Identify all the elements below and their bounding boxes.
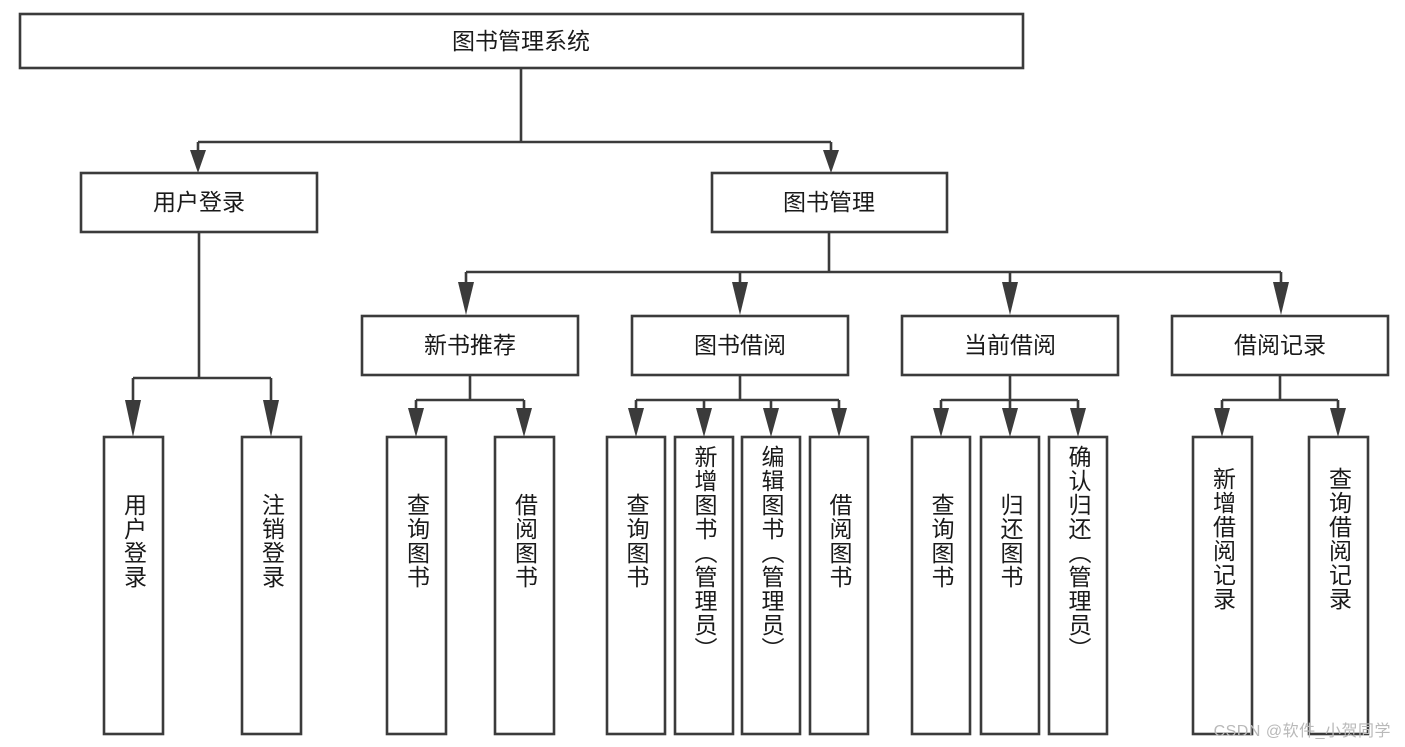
arrow-head-icon	[190, 150, 206, 173]
arrow-head-icon	[516, 408, 532, 437]
leaf-box-confirm-return-admin[interactable]	[1047, 435, 1109, 736]
leaf-box-query-borrow-record[interactable]	[1307, 435, 1370, 736]
arrow-head-icon	[831, 408, 847, 437]
arrow-head-icon	[696, 408, 712, 437]
leaf-boxes-user-login	[102, 435, 303, 736]
node-root-system[interactable]: 图书管理系统	[18, 12, 1025, 70]
node-new-book-recommend-label: 新书推荐	[424, 332, 516, 358]
leaf-box-return-book[interactable]	[979, 435, 1041, 736]
arrow-head-icon	[1002, 282, 1018, 315]
connector-new-book-to-leaves	[408, 375, 532, 437]
arrow-head-icon	[1273, 282, 1289, 315]
arrow-head-icon	[823, 150, 839, 173]
arrow-head-icon	[125, 400, 141, 437]
arrow-head-icon	[1330, 408, 1346, 437]
leaf-box-edit-book-admin[interactable]	[740, 435, 802, 736]
leaf-boxes-book-borrow	[605, 435, 870, 736]
leaf-box-add-book-admin[interactable]	[673, 435, 735, 736]
node-book-borrow[interactable]: 图书借阅	[630, 314, 850, 377]
node-borrow-record-label: 借阅记录	[1234, 332, 1326, 358]
connector-current-borrow-to-leaves	[933, 375, 1086, 437]
leaf-box-borrow-book-1[interactable]	[493, 435, 556, 736]
connector-book-borrow-to-leaves	[628, 375, 847, 437]
node-current-borrow-label: 当前借阅	[964, 332, 1056, 358]
node-current-borrow[interactable]: 当前借阅	[900, 314, 1120, 377]
leaf-box-query-book-1[interactable]	[385, 435, 448, 736]
connector-user-login-to-leaves	[125, 232, 279, 437]
node-borrow-record[interactable]: 借阅记录	[1170, 314, 1390, 377]
node-user-login-label: 用户登录	[153, 189, 245, 215]
leaf-box-user-login[interactable]	[102, 435, 165, 736]
connector-borrow-record-to-leaves	[1214, 375, 1346, 437]
leaf-box-logout[interactable]	[240, 435, 303, 736]
node-root-label: 图书管理系统	[452, 28, 590, 54]
leaf-box-add-borrow-record[interactable]	[1191, 435, 1254, 736]
leaf-box-borrow-book-2[interactable]	[808, 435, 870, 736]
leaf-boxes-new-book-recommend	[385, 435, 556, 736]
connector-root-to-level2	[190, 68, 839, 173]
leaf-boxes-borrow-record	[1191, 435, 1370, 736]
arrow-head-icon	[1070, 408, 1086, 437]
connector-book-mgmt-to-level3	[458, 232, 1289, 315]
csdn-watermark: CSDN @软件_小贺同学	[1213, 723, 1391, 740]
arrow-head-icon	[933, 408, 949, 437]
arrow-head-icon	[763, 408, 779, 437]
arrow-head-icon	[732, 282, 748, 315]
leaf-box-query-book-2[interactable]	[605, 435, 667, 736]
arrow-head-icon	[458, 282, 474, 315]
node-book-management[interactable]: 图书管理	[710, 171, 949, 234]
node-book-borrow-label: 图书借阅	[694, 332, 786, 358]
arrow-head-icon	[628, 408, 644, 437]
leaf-box-query-book-3[interactable]	[910, 435, 972, 736]
node-book-management-label: 图书管理	[783, 189, 875, 215]
arrow-head-icon	[408, 408, 424, 437]
node-new-book-recommend[interactable]: 新书推荐	[360, 314, 580, 377]
arrow-head-icon	[1214, 408, 1230, 437]
arrow-head-icon	[263, 400, 279, 437]
arrow-head-icon	[1002, 408, 1018, 437]
node-user-login[interactable]: 用户登录	[79, 171, 319, 234]
leaf-boxes-current-borrow	[910, 435, 1109, 736]
